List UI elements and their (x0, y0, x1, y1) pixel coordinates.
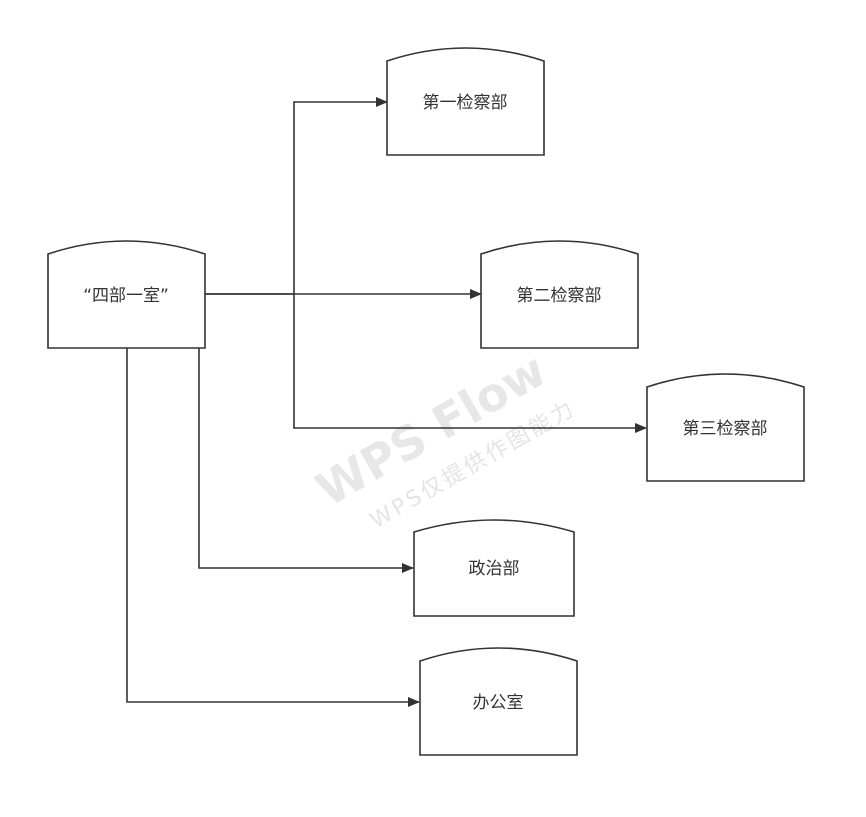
node-dept2-label: 第二检察部 (517, 286, 602, 306)
node-political-label: 政治部 (469, 559, 520, 579)
node-dept3-label: 第三检察部 (683, 419, 768, 439)
node-dept1-label: 第一检察部 (423, 93, 508, 113)
edge-root-political (198, 348, 414, 573)
edge-root-office (126, 348, 420, 707)
connectors (126, 97, 647, 707)
node-political[interactable]: 政治部 (413, 519, 575, 617)
edge-root-dept1 (205, 97, 388, 295)
node-root-label: “四部一室” (83, 286, 169, 306)
edge-root-dept3 (293, 294, 647, 433)
node-dept3[interactable]: 第三检察部 (646, 373, 805, 482)
watermark: WPS Flow WPS仅提供作图能力 (307, 343, 580, 534)
node-dept1[interactable]: 第一检察部 (386, 47, 545, 156)
node-root[interactable]: “四部一室” (47, 240, 206, 349)
node-dept2[interactable]: 第二检察部 (480, 240, 639, 349)
node-office-label: 办公室 (473, 693, 524, 713)
node-office[interactable]: 办公室 (419, 647, 578, 756)
